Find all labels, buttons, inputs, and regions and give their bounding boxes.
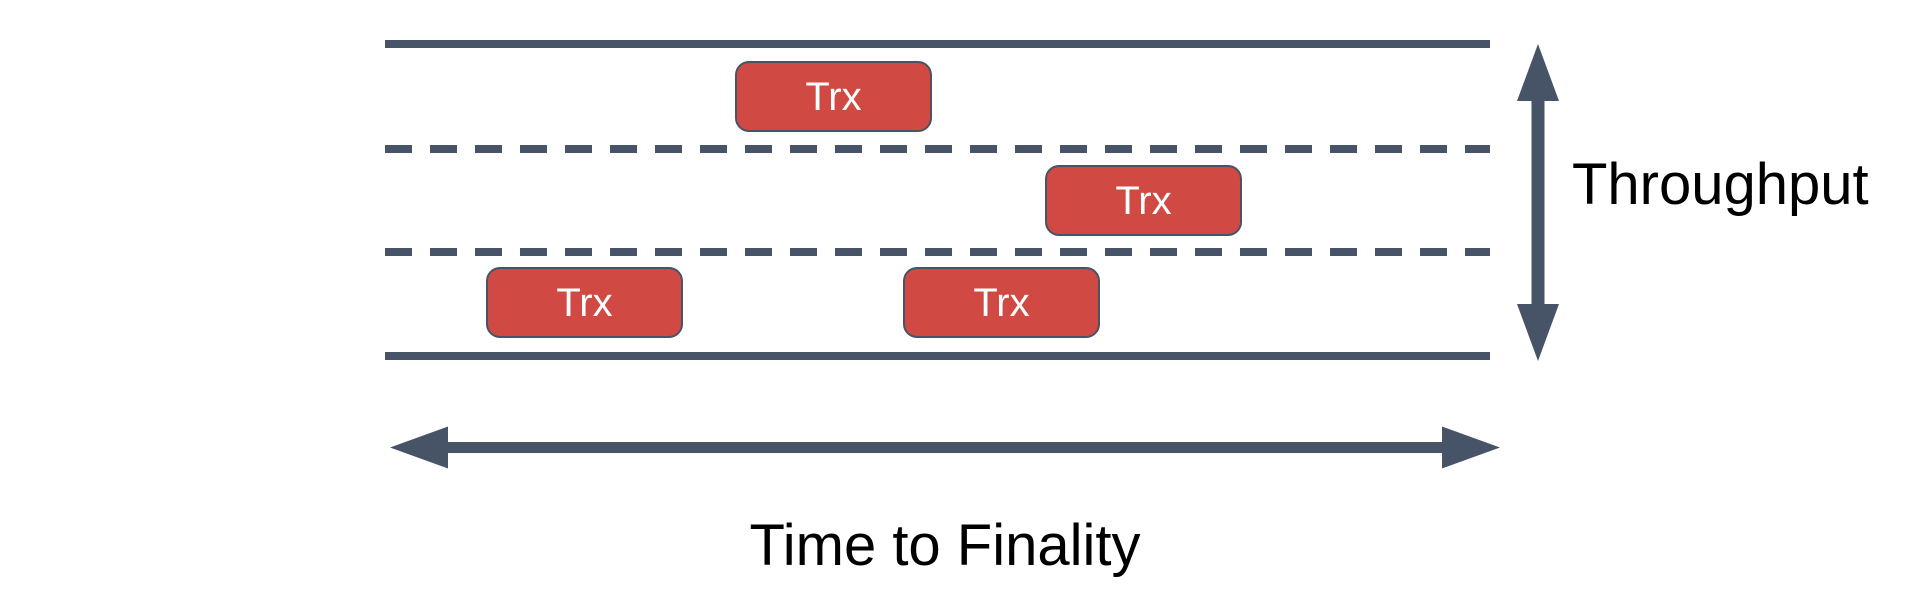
road-edge-top-line bbox=[385, 40, 1490, 48]
trx-box-bottom-lane-right: Trx bbox=[903, 267, 1100, 338]
lane-divider-dashed-line-1 bbox=[385, 145, 1490, 153]
throughput-label: Throughput bbox=[1572, 152, 1869, 217]
trx-label: Trx bbox=[556, 280, 613, 325]
trx-label: Trx bbox=[805, 74, 862, 119]
time-to-finality-double-arrow-icon bbox=[390, 426, 1500, 469]
lane-divider-dashed-line-2 bbox=[385, 248, 1490, 256]
trx-box-top-lane: Trx bbox=[735, 61, 932, 132]
trx-label: Trx bbox=[973, 280, 1030, 325]
time-to-finality-label: Time to Finality bbox=[749, 513, 1141, 578]
trx-box-bottom-lane-left: Trx bbox=[486, 267, 683, 338]
road-edge-bottom-line bbox=[385, 352, 1490, 360]
trx-label: Trx bbox=[1115, 178, 1172, 223]
trx-box-middle-lane: Trx bbox=[1045, 165, 1242, 236]
throughput-double-arrow-icon bbox=[1517, 44, 1559, 361]
